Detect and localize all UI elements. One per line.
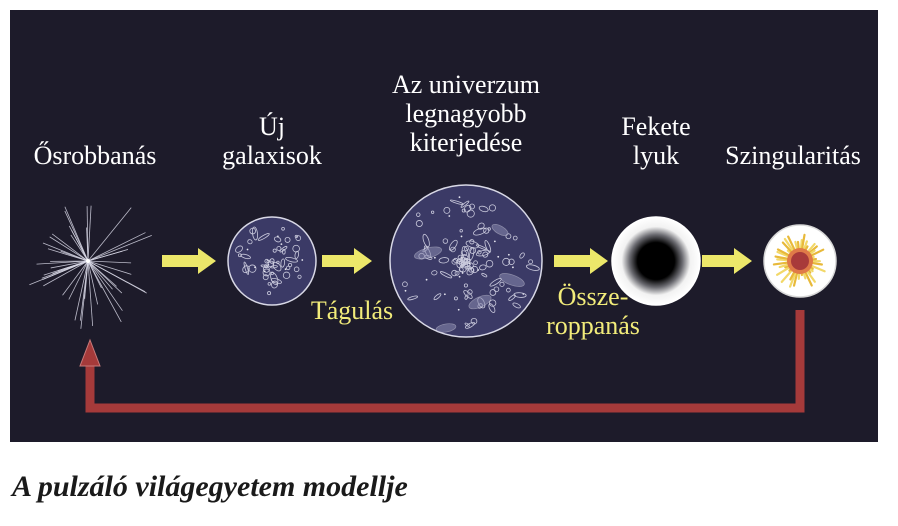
stage-label-line: Új — [259, 112, 285, 141]
big-bang-burst-icon — [29, 205, 152, 329]
stage-label-line: kiterjedése — [409, 128, 523, 157]
diagram-canvas — [29, 184, 837, 413]
arrow-right-icon — [554, 248, 608, 274]
figure-caption: A pulzáló világegyetem modellje — [12, 470, 408, 503]
stage-label-line: legnagyobb — [405, 99, 527, 128]
transition-label-line: Tágulás — [310, 296, 394, 325]
stage-label-big-bang: Ősrobbanás — [20, 141, 170, 170]
stage-label-new-galaxies: Új galaxisok — [197, 112, 347, 170]
stage-label-black-hole: Fekete lyuk — [596, 112, 716, 170]
arrow-right-icon — [702, 248, 752, 274]
diagram-panel: Ősrobbanás Új galaxisok Az univerzum leg… — [10, 10, 878, 442]
stage-label-line: Ősrobbanás — [33, 141, 157, 170]
arrow-right-icon — [162, 248, 216, 274]
transition-label-expansion: Tágulás — [302, 296, 402, 325]
stage-label-singularity: Szingularitás — [710, 141, 876, 170]
stage-label-line: Szingularitás — [725, 141, 861, 170]
transition-label-collapse: Össze- roppanás — [538, 282, 648, 340]
singularity-icon — [763, 224, 837, 298]
stage-label-line: Az univerzum — [391, 70, 540, 99]
stage-label-line: Fekete — [621, 112, 691, 141]
cycle-return-arrow — [79, 310, 805, 413]
stage-label-line: galaxisok — [222, 141, 322, 170]
new-galaxies-sphere — [227, 216, 317, 306]
transition-label-line: roppanás — [546, 311, 640, 340]
stage-label-line: lyuk — [632, 141, 680, 170]
universe-max-sphere — [389, 184, 543, 338]
transition-label-line: Össze- — [557, 282, 629, 311]
arrow-right-icon — [322, 248, 372, 274]
black-hole-icon — [611, 216, 701, 306]
stage-label-max-expansion: Az univerzum legnagyobb kiterjedése — [376, 70, 556, 157]
